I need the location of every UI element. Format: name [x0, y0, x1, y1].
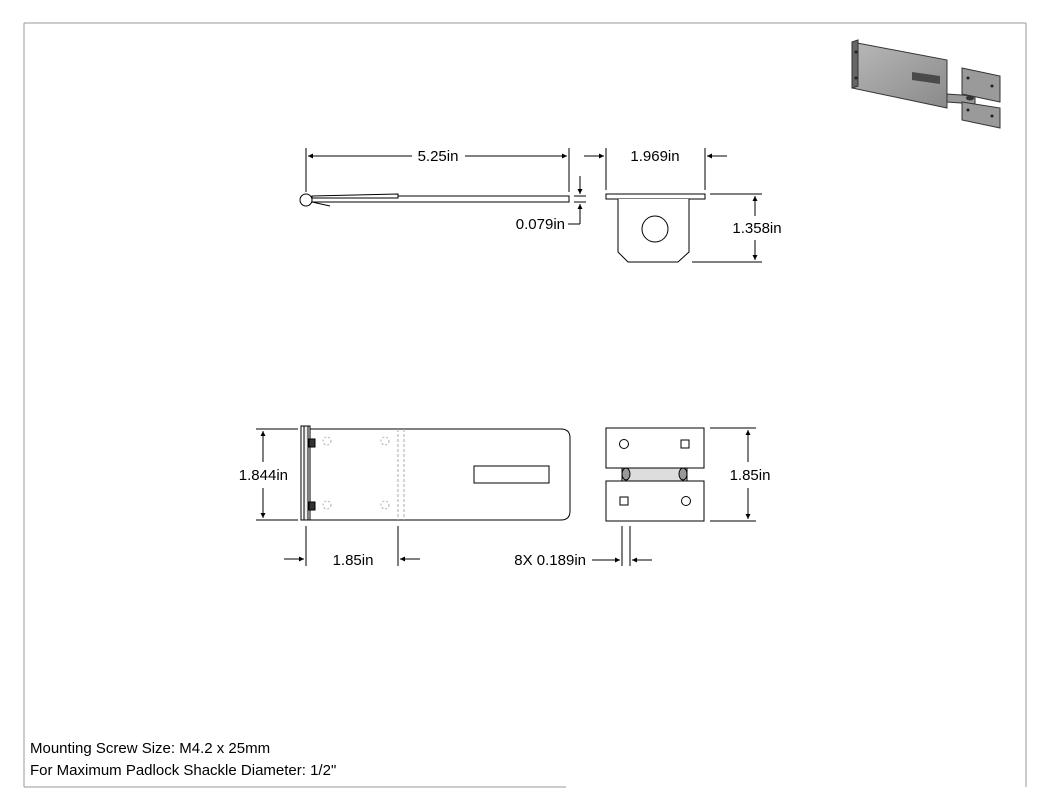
dim-end-height: 1.358in	[732, 220, 781, 237]
dim-hole-size: 8X 0.189in	[514, 552, 586, 569]
dim-thickness: 0.079in	[516, 216, 565, 233]
dimension-lines	[256, 148, 762, 566]
sheet-border	[23, 22, 1027, 788]
dim-hasp-width: 1.844in	[239, 467, 288, 484]
hasp-front-view	[300, 425, 571, 521]
dim-side-length: 5.25in	[418, 148, 459, 165]
dim-hinge-leaf-length: 1.85in	[333, 552, 374, 569]
isometric-preview	[851, 39, 1001, 129]
dim-staple-height: 1.85in	[730, 467, 771, 484]
side-profile-view	[299, 193, 570, 207]
staple-plates-view	[605, 427, 705, 522]
dim-end-width: 1.969in	[630, 148, 679, 165]
screw-size-note: Mounting Screw Size: M4.2 x 25mm	[30, 740, 271, 757]
shackle-diameter-note: For Maximum Padlock Shackle Diameter: 1/…	[30, 762, 337, 779]
end-view	[605, 193, 706, 263]
